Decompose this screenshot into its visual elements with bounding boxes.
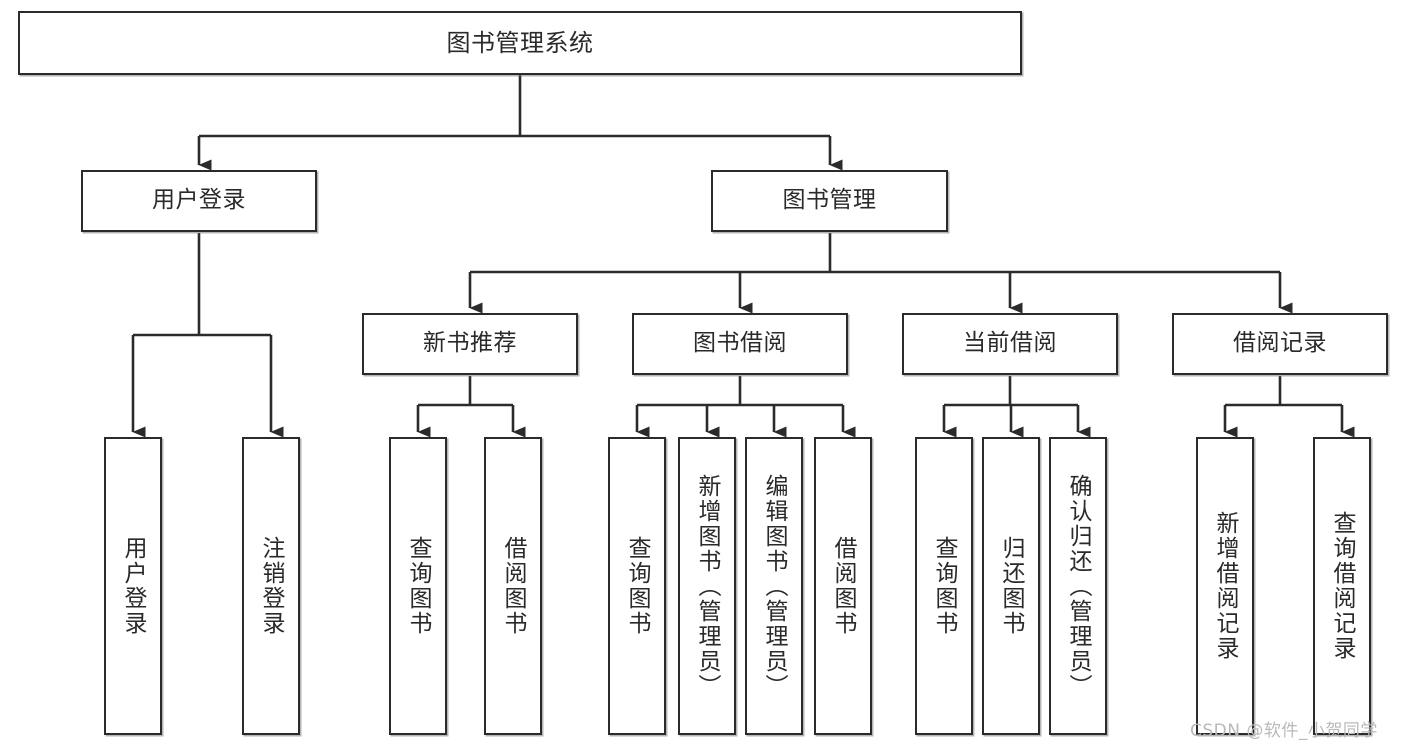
leaf-newbook-borrow-books[interactable]: 借阅图书 (484, 437, 542, 735)
csdn-watermark: CSDN @软件_小贺同学 (1190, 721, 1378, 741)
leaf-current-query-books[interactable]: 查询图书 (915, 437, 973, 735)
node-label: 图书管理 (782, 187, 877, 214)
leaf-borrow-borrow-books[interactable]: 借阅图书 (814, 437, 872, 735)
node-book-management[interactable]: 图书管理 (711, 170, 948, 232)
node-label: 注销登录 (258, 536, 285, 636)
node-new-book-recommendation[interactable]: 新书推荐 (362, 313, 578, 375)
node-label: 图书管理系统 (446, 28, 594, 57)
node-label: 借阅图书 (500, 536, 527, 636)
node-label: 借阅记录 (1233, 330, 1327, 357)
leaf-records-query-record[interactable]: 查询借阅记录 (1313, 437, 1371, 735)
node-current-borrowing[interactable]: 当前借阅 (902, 313, 1118, 375)
leaf-logout[interactable]: 注销登录 (242, 437, 300, 735)
node-label: 查询图书 (931, 536, 958, 636)
node-root-book-management-system[interactable]: 图书管理系统 (18, 11, 1022, 75)
leaf-current-confirm-return-admin[interactable]: 确认归还（管理员） (1049, 437, 1107, 735)
node-label: 新增图书（管理员） (694, 473, 721, 699)
leaf-current-return-books[interactable]: 归还图书 (982, 437, 1040, 735)
node-user-login[interactable]: 用户登录 (81, 170, 317, 232)
node-label: 新书推荐 (423, 330, 517, 357)
node-borrow-records[interactable]: 借阅记录 (1172, 313, 1388, 375)
node-book-borrowing[interactable]: 图书借阅 (632, 313, 848, 375)
leaf-records-add-record[interactable]: 新增借阅记录 (1196, 437, 1254, 735)
node-label: 用户登录 (152, 187, 246, 214)
leaf-newbook-query-books[interactable]: 查询图书 (389, 437, 447, 735)
node-label: 查询图书 (624, 536, 651, 636)
node-label: 用户登录 (120, 536, 147, 636)
node-label: 编辑图书（管理员） (761, 473, 788, 699)
leaf-borrow-edit-book-admin[interactable]: 编辑图书（管理员） (745, 437, 803, 735)
leaf-user-login[interactable]: 用户登录 (104, 437, 162, 735)
node-label: 图书借阅 (693, 330, 787, 357)
node-label: 确认归还（管理员） (1065, 473, 1092, 699)
node-label: 查询借阅记录 (1329, 511, 1356, 661)
node-label: 借阅图书 (830, 536, 857, 636)
node-label: 归还图书 (998, 536, 1025, 636)
node-label: 当前借阅 (963, 330, 1057, 357)
leaf-borrow-query-books[interactable]: 查询图书 (608, 437, 666, 735)
leaf-borrow-add-book-admin[interactable]: 新增图书（管理员） (678, 437, 736, 735)
node-label: 新增借阅记录 (1212, 511, 1239, 661)
node-label: 查询图书 (405, 536, 432, 636)
